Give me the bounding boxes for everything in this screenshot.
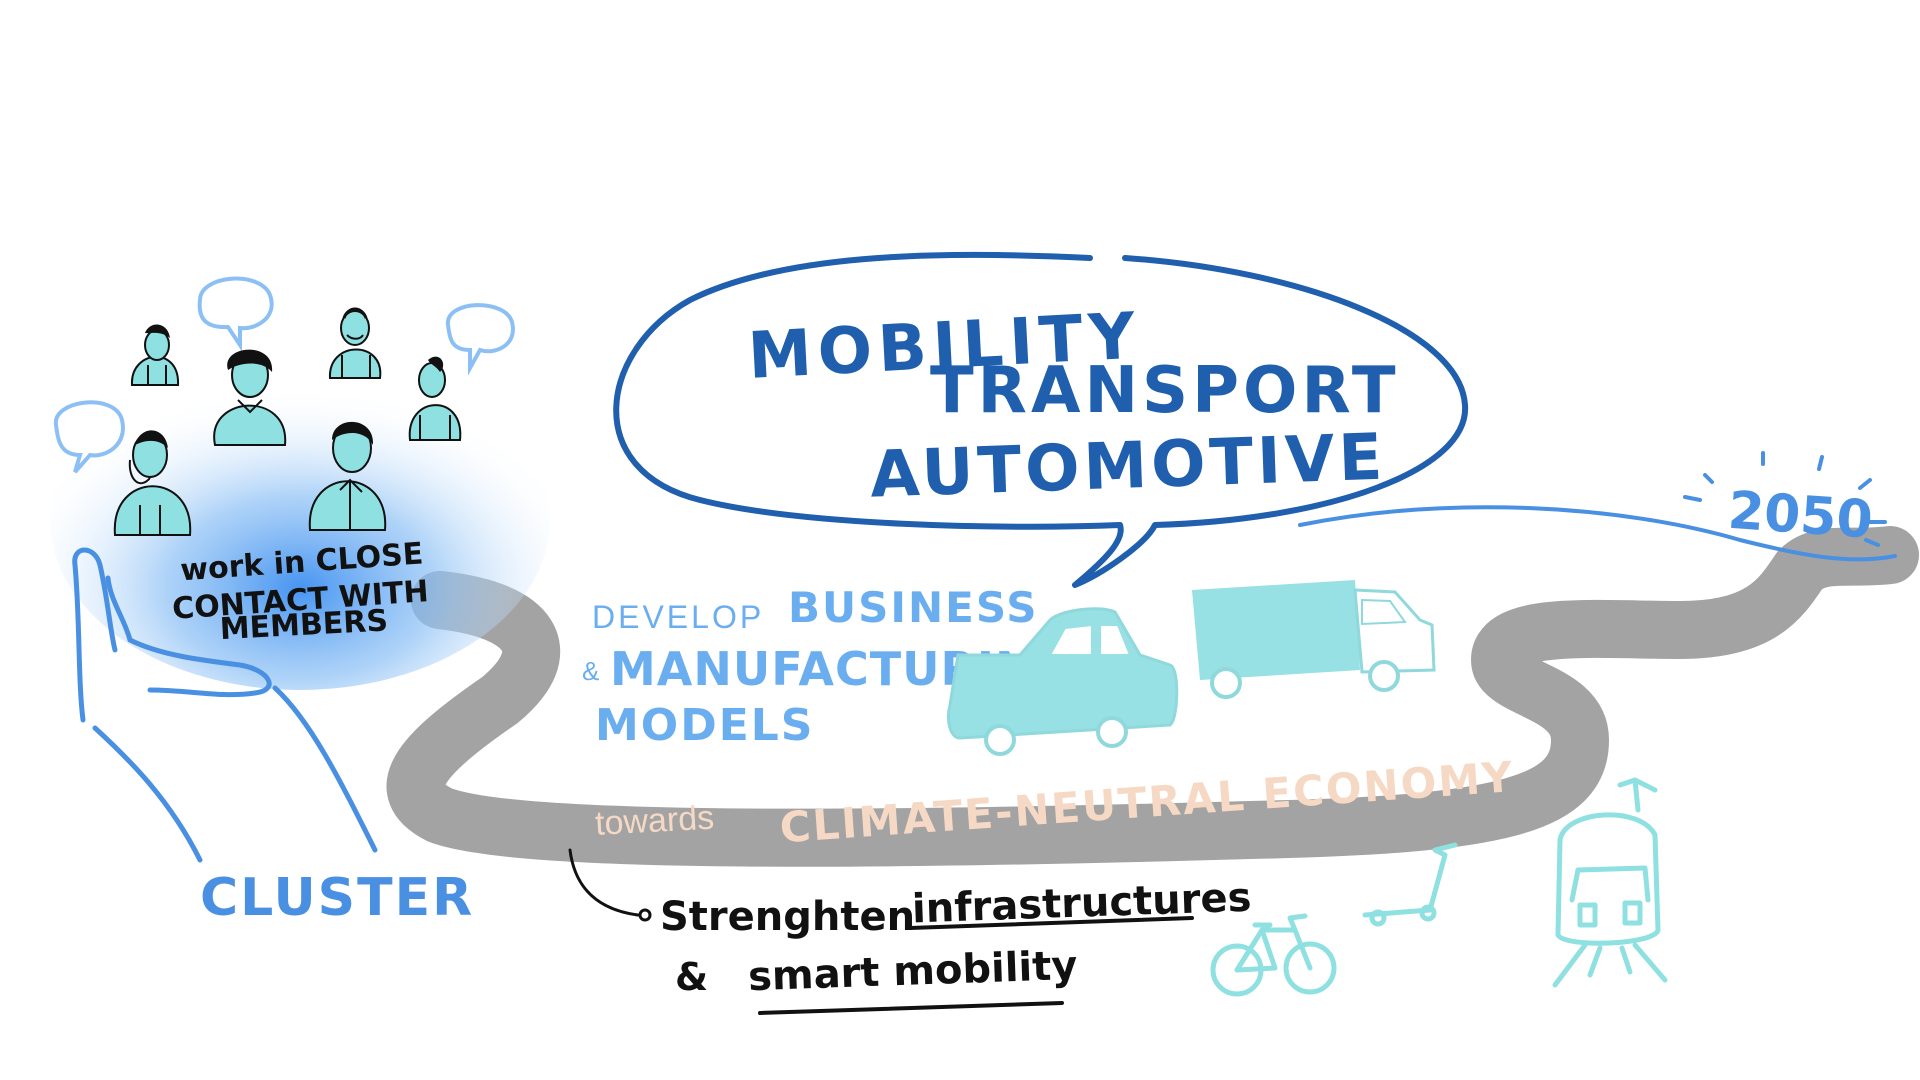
strenghten-word: Strenghten — [660, 894, 915, 940]
ampersand-small: & — [582, 656, 599, 686]
ampersand: & — [675, 955, 708, 999]
car-icon — [946, 607, 1179, 756]
cluster-group: work in CLOSE CONTACT WITH MEMBERS CLUST… — [50, 276, 550, 928]
person-icon — [213, 349, 287, 446]
towards-word: towards — [594, 799, 715, 843]
person-icon — [130, 324, 180, 386]
models-word: MODELS — [595, 700, 815, 751]
business-word: BUSINESS — [788, 583, 1038, 632]
develop-word: DEVELOP — [592, 599, 764, 635]
kick-scooter-icon — [1362, 842, 1458, 927]
bubble-text: MOBILITY TRANSPORT AUTOMOTIVE — [746, 299, 1400, 513]
person-icon — [308, 421, 387, 531]
chat-bubble-icon — [446, 303, 515, 376]
open-hand-icon — [72, 547, 378, 863]
callout-line — [568, 848, 652, 922]
sun-rays-icon — [1683, 451, 1887, 547]
person-icon — [408, 356, 462, 441]
underline-smart-mobility — [758, 1001, 1064, 1015]
bubble-line-automotive: AUTOMOTIVE — [869, 421, 1388, 513]
speech-bubble — [613, 251, 1469, 588]
bubble-line-transport: TRANSPORT — [930, 354, 1400, 428]
cluster-note: work in CLOSE CONTACT WITH MEMBERS — [171, 536, 430, 647]
truck-icon — [1192, 580, 1436, 699]
smart-mobility-words: smart mobility — [747, 943, 1078, 1000]
cluster-label: CLUSTER — [200, 868, 474, 928]
chat-bubble-icon — [53, 400, 125, 474]
bicycle-icon — [1210, 913, 1337, 997]
year-2050: 2050 — [1726, 481, 1875, 551]
infrastructure-text: Strenghten infrastructures & smart mobil… — [660, 875, 1252, 1015]
person-icon — [328, 307, 382, 379]
year-2050-group: 2050 — [1683, 451, 1887, 551]
horizon-line — [1298, 505, 1897, 562]
winding-road — [386, 526, 1919, 867]
chat-bubble-icon — [197, 276, 274, 352]
person-icon — [113, 430, 192, 536]
tram-icon — [1552, 777, 1668, 988]
underline-infrastructures — [908, 916, 1194, 930]
